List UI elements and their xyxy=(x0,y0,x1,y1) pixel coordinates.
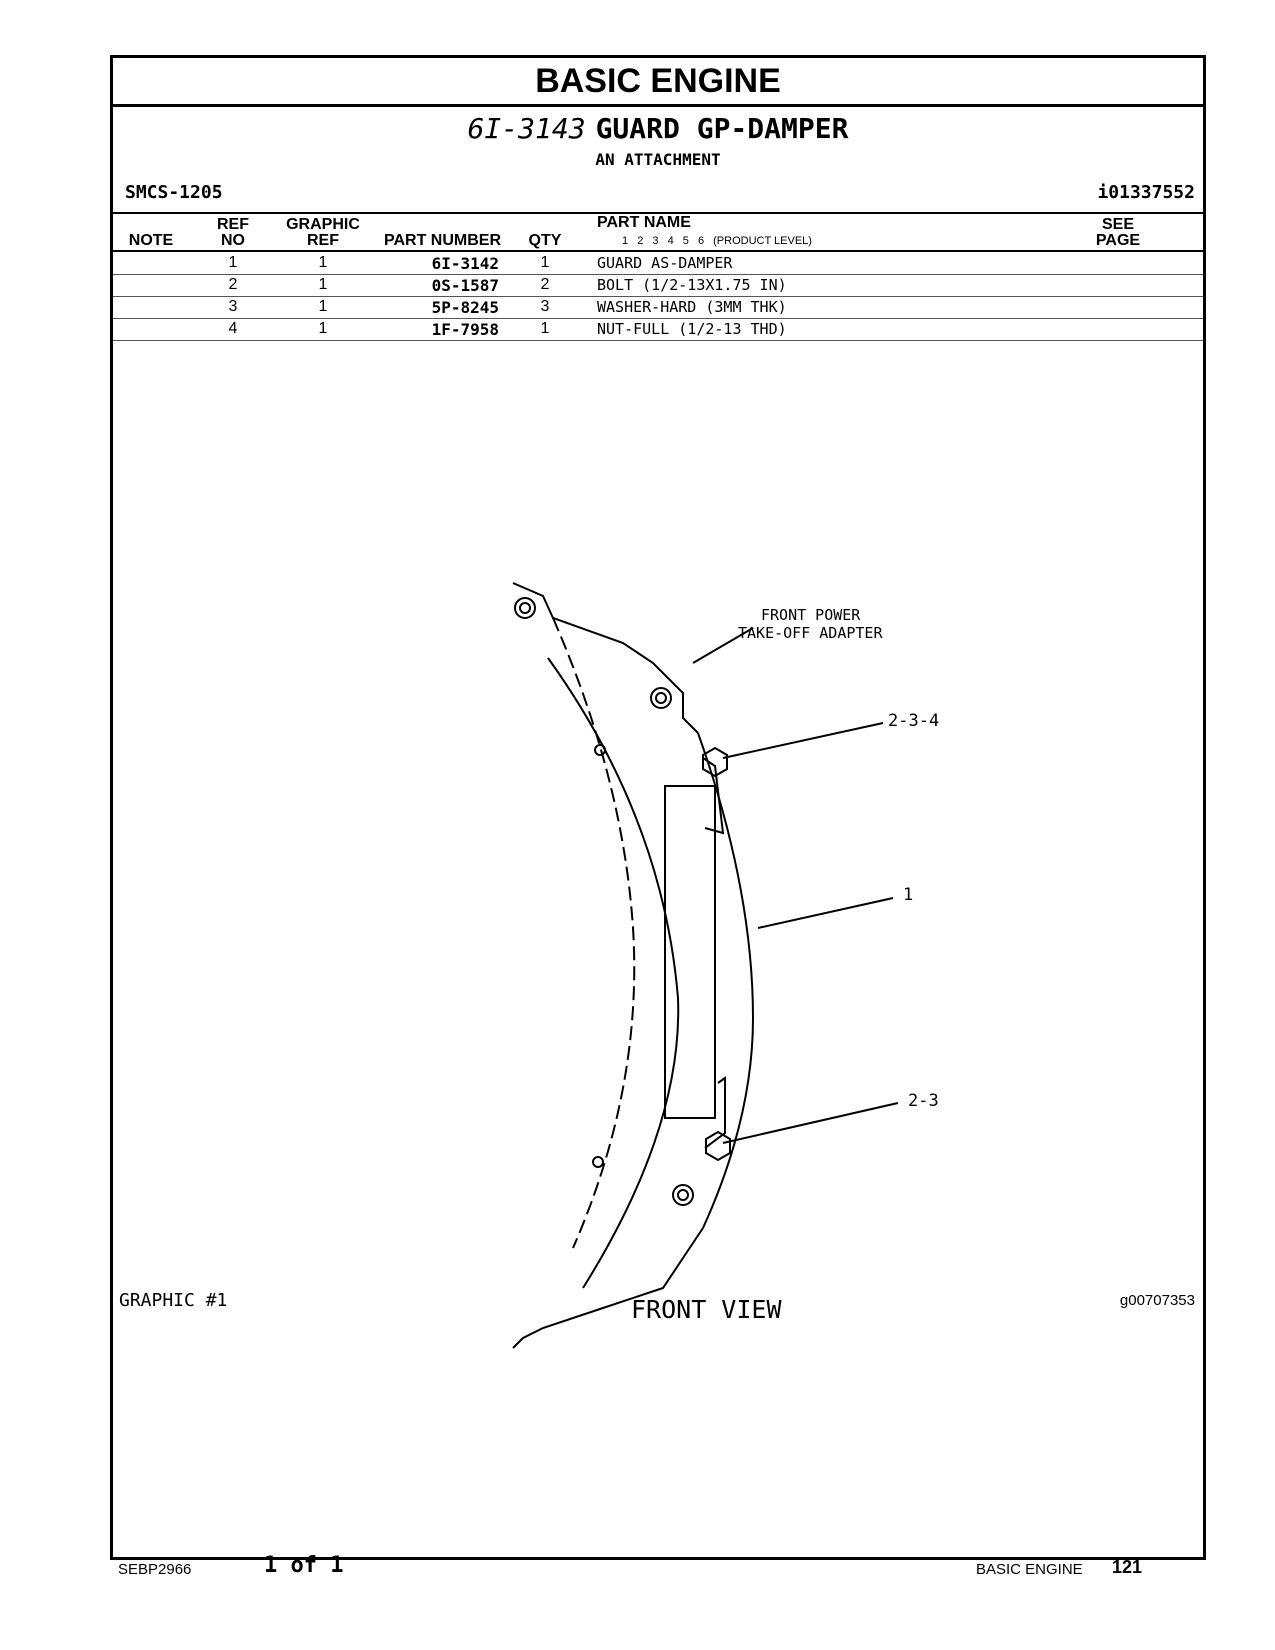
header-ref-bottom: NO xyxy=(221,232,245,249)
level-2: 2 xyxy=(637,235,644,247)
callout-1: 1 xyxy=(903,885,913,905)
upper-hole-outer xyxy=(514,597,536,619)
damper-guard-drawing: FRONT POWER TAKE-OFF ADAPTER 2-3-4 1 2-3… xyxy=(512,582,939,1349)
header-graphic-bottom: REF xyxy=(307,232,339,249)
upper-bracket xyxy=(702,757,725,835)
header-ref: REF NO xyxy=(213,217,253,249)
cell-qty: 3 xyxy=(540,298,550,315)
lower-bracket xyxy=(704,1076,726,1149)
smcs-code: SMCS-1205 xyxy=(125,182,223,203)
table-row: 4 1 1F-7958 1 NUT-FULL (1/2-13 THD) xyxy=(113,318,1203,341)
table-row: 3 1 5P-8245 3 WASHER-HARD (3MM THK) xyxy=(113,296,1203,319)
callout-2-3-4: 2-3-4 xyxy=(888,711,939,731)
footer-section: BASIC ENGINE xyxy=(976,1561,1083,1578)
leader-23 xyxy=(722,1102,899,1144)
section-title: BASIC ENGINE xyxy=(113,58,1203,107)
group-subtitle: AN ATTACHMENT xyxy=(595,150,721,169)
header-graphic-top: GRAPHIC xyxy=(286,216,360,233)
header-ref-top: REF xyxy=(217,216,249,233)
header-note: NOTE xyxy=(128,232,174,249)
cell-graphic-ref: 1 xyxy=(318,320,328,337)
level-1: 1 xyxy=(622,235,629,247)
product-level-label: (PRODUCT LEVEL) xyxy=(713,235,812,247)
footer-page-number: 121 xyxy=(1112,1557,1143,1577)
cell-part-name: NUT-FULL (1/2-13 THD) xyxy=(597,320,787,338)
level-4: 4 xyxy=(667,235,674,247)
cell-qty: 1 xyxy=(540,254,550,271)
footer-doc-number: SEBP2966 xyxy=(118,1561,192,1578)
header-graphic-ref: GRAPHIC REF xyxy=(273,217,373,249)
cell-graphic-ref: 1 xyxy=(318,276,328,293)
product-levels: 1 2 3 4 5 6 (PRODUCT LEVEL) xyxy=(622,235,812,247)
cell-ref-no: 4 xyxy=(228,320,238,337)
cell-part-name: WASHER-HARD (3MM THK) xyxy=(597,298,787,316)
adapter-label-line-2: TAKE-OFF ADAPTER xyxy=(738,624,883,642)
header-see-top: SEE xyxy=(1101,216,1134,233)
header-qty: QTY xyxy=(528,232,562,249)
cell-qty: 1 xyxy=(540,320,550,337)
adapter-lower-outline xyxy=(512,1227,704,1349)
leader-1 xyxy=(757,897,894,929)
mid-hole-outer xyxy=(650,687,672,709)
table-row: 2 1 0S-1587 2 BOLT (1/2-13X1.75 IN) xyxy=(113,274,1203,297)
front-view-label: FRONT VIEW xyxy=(631,1295,782,1324)
upper-bolt-head xyxy=(702,746,728,778)
header-part-number: PART NUMBER xyxy=(383,232,501,249)
cell-ref-no: 1 xyxy=(228,254,238,271)
table-top-rule xyxy=(113,212,1203,214)
adapter-label-line-1: FRONT POWER xyxy=(761,606,861,624)
header-see-page: SEE PAGE xyxy=(1088,217,1148,249)
guard-outer-edge xyxy=(697,732,755,1229)
group-name: GUARD GP-DAMPER xyxy=(595,112,849,145)
cell-part-number: 1F-7958 xyxy=(431,320,499,339)
leader-234 xyxy=(722,722,884,759)
cell-ref-no: 3 xyxy=(228,298,238,315)
leader-adapter xyxy=(692,627,754,664)
page-frame: BASIC ENGINE 6I-3143 GUARD GP-DAMPER AN A… xyxy=(110,55,1206,1560)
damper-plate xyxy=(664,785,716,1119)
mid-hole-inner xyxy=(655,692,667,704)
cell-ref-no: 2 xyxy=(228,276,238,293)
header-part-name: PART NAME xyxy=(597,214,691,231)
bolt-hole-upper xyxy=(594,744,606,756)
graphic-label: GRAPHIC #1 xyxy=(119,1290,228,1311)
level-6: 6 xyxy=(697,235,705,247)
cell-part-number: 5P-8245 xyxy=(431,298,499,317)
table-header-rule xyxy=(113,250,1203,252)
header-see-bottom: PAGE xyxy=(1095,232,1141,249)
level-5: 5 xyxy=(682,235,689,247)
guard-inner-lip xyxy=(547,657,680,1289)
cell-part-name: GUARD AS-DAMPER xyxy=(597,254,733,272)
document-id: i01337552 xyxy=(1097,182,1195,203)
lower-hole-inner xyxy=(677,1189,689,1201)
cell-part-number: 0S-1587 xyxy=(431,276,499,295)
level-3: 3 xyxy=(652,235,659,247)
cell-qty: 2 xyxy=(540,276,550,293)
cell-part-name: BOLT (1/2-13X1.75 IN) xyxy=(597,276,787,294)
cell-graphic-ref: 1 xyxy=(318,254,328,271)
table-row: 1 1 6I-3142 1 GUARD AS-DAMPER xyxy=(113,252,1203,275)
upper-hole-inner xyxy=(519,602,531,614)
guard-inner-edge xyxy=(552,617,636,1249)
lower-hole-outer xyxy=(672,1184,694,1206)
callout-2-3: 2-3 xyxy=(908,1091,939,1111)
cell-graphic-ref: 1 xyxy=(318,298,328,315)
footer-page-of: 1 of 1 xyxy=(264,1553,344,1578)
graphic-id: g00707353 xyxy=(1119,1292,1195,1309)
bolt-hole-lower xyxy=(592,1156,604,1168)
lower-bolt-head xyxy=(705,1130,731,1162)
cell-part-number: 6I-3142 xyxy=(431,254,499,273)
adapter-outline xyxy=(512,582,699,734)
group-part-number: 6I-3143 xyxy=(467,112,586,145)
group-title: 6I-3143 GUARD GP-DAMPER xyxy=(113,112,1203,146)
